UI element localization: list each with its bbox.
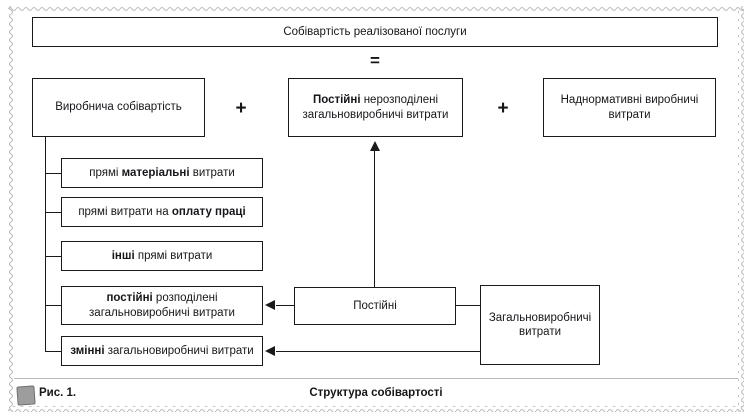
tree-spine-vertical bbox=[45, 137, 47, 352]
fixed-unallocated-rest-part: нерозподілені загальновиробничі витрати bbox=[302, 94, 449, 121]
box-production-cost-label: Виробнича собівартість bbox=[55, 101, 182, 114]
box-other-direct-costs: інші прямі витрати bbox=[61, 241, 263, 271]
box-variable-overhead: змінні загальновиробничі витрати bbox=[61, 336, 263, 366]
direct-material-pre: прямі bbox=[89, 166, 122, 179]
box-above-norm-production-costs: Наднормативні виробничі витрати bbox=[543, 78, 716, 137]
figure-caption: Структура собівартості bbox=[309, 387, 443, 399]
direct-labour-pre: прямі витрати на bbox=[78, 205, 172, 218]
box-fixed-allocated-overhead-label: постійні розподілені загальновиробничі в… bbox=[68, 291, 256, 319]
box-general-production-costs: Загальновиробничі витрати bbox=[480, 285, 600, 365]
box-fixed-unallocated-overhead-label: Постійні нерозподілені загальновиробничі… bbox=[295, 93, 456, 121]
title-box-label: Собівартість реалізованої послуги bbox=[283, 25, 467, 38]
box-fixed-allocated-overhead: постійні розподілені загальновиробничі в… bbox=[61, 286, 263, 325]
box-production-cost: Виробнича собівартість bbox=[32, 78, 205, 137]
box-fixed-costs: Постійні bbox=[294, 287, 456, 325]
direct-material-bold: матеріальні bbox=[121, 166, 190, 179]
connector-overhead-to-variable-line bbox=[276, 351, 480, 353]
fixed-allocated-bold: постійні bbox=[106, 292, 153, 305]
other-direct-post: прямі витрати bbox=[134, 249, 213, 262]
fixed-unallocated-bold-part: Постійні bbox=[312, 94, 361, 107]
footer-divider bbox=[14, 378, 738, 379]
variable-overhead-bold: змінні bbox=[70, 344, 105, 357]
box-fixed-costs-label: Постійні bbox=[353, 299, 397, 312]
arrowhead-fixed-to-unallocated bbox=[370, 141, 380, 151]
tree-stub-2 bbox=[45, 212, 61, 214]
fixed-allocated-post: розподілені загальновиробничі витрати bbox=[89, 292, 235, 319]
operator-equals: = bbox=[370, 51, 380, 70]
box-above-norm-production-costs-label: Наднормативні виробничі витрати bbox=[560, 94, 699, 121]
tree-stub-1 bbox=[45, 173, 61, 175]
tree-stub-4 bbox=[45, 305, 61, 307]
connector-overhead-to-fixed bbox=[456, 305, 480, 307]
operator-plus-right: + bbox=[497, 98, 509, 119]
box-direct-labour-costs: прямі витрати на оплату праці bbox=[61, 197, 263, 227]
direct-material-post: витрати bbox=[189, 166, 235, 179]
title-box-cost-of-services: Собівартість реалізованої послуги bbox=[32, 17, 718, 47]
arrowhead-overhead-to-variable bbox=[265, 346, 275, 356]
tree-stub-3 bbox=[45, 256, 61, 258]
box-other-direct-costs-label: інші прямі витрати bbox=[112, 249, 213, 263]
tree-stub-5 bbox=[45, 351, 61, 353]
direct-labour-bold: оплату праці bbox=[171, 205, 246, 218]
box-direct-material-costs-label: прямі матеріальні витрати bbox=[89, 166, 235, 180]
box-general-production-costs-label: Загальновиробничі витрати bbox=[488, 311, 592, 338]
other-direct-bold: інші bbox=[111, 249, 135, 262]
box-direct-material-costs: прямі матеріальні витрати bbox=[61, 158, 263, 188]
figure-number-label: Рис. 1. bbox=[39, 387, 77, 399]
variable-overhead-post: загальновиробничі витрати bbox=[104, 344, 254, 357]
box-fixed-unallocated-overhead: Постійні нерозподілені загальновиробничі… bbox=[288, 78, 463, 137]
connector-fixed-to-allocated-line bbox=[276, 305, 294, 307]
arrowhead-fixed-to-allocated bbox=[265, 300, 275, 310]
connector-fixed-to-unallocated-line bbox=[374, 150, 376, 287]
operator-plus-left: + bbox=[235, 98, 247, 119]
box-direct-labour-costs-label: прямі витрати на оплату праці bbox=[78, 205, 245, 219]
box-variable-overhead-label: змінні загальновиробничі витрати bbox=[70, 344, 253, 358]
